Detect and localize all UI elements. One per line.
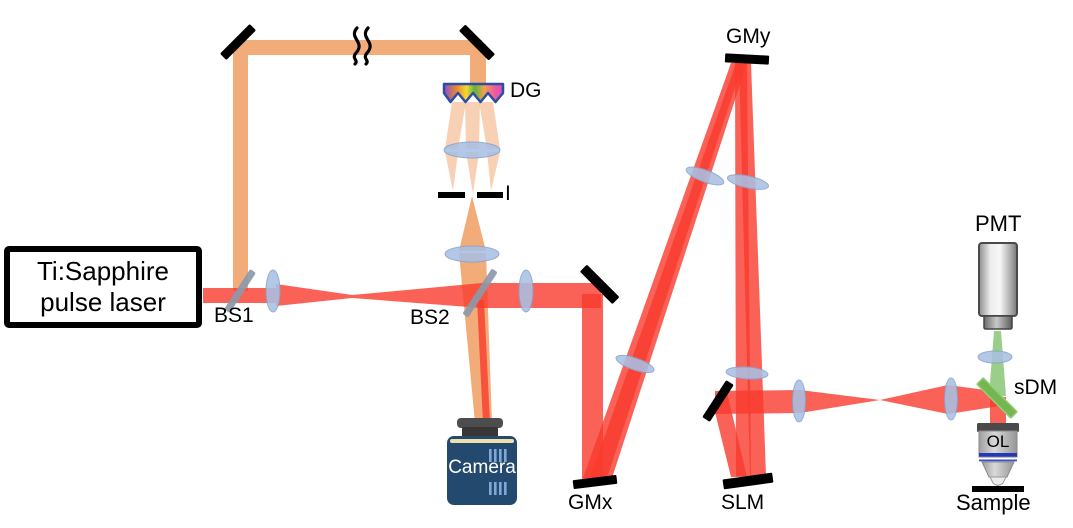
iris-blade-left <box>438 192 465 198</box>
diffraction-grating <box>442 82 505 104</box>
mirror-top-left <box>220 24 256 60</box>
gmx-label: GMx <box>568 491 613 514</box>
orange-focus-center <box>466 152 479 194</box>
sdm-label: sDM <box>1014 376 1058 399</box>
red-beam-path <box>203 63 1008 487</box>
red-beam-mirror-to-lens <box>715 390 800 414</box>
orange-beam-to-grating <box>470 44 486 87</box>
orange-beam-bs1-up <box>233 41 248 291</box>
orange-beam-path <box>233 40 500 423</box>
lens-scan <box>792 379 806 423</box>
camera-mount-ring <box>462 427 498 438</box>
mirrors <box>220 24 1024 492</box>
objective-body <box>978 430 1018 458</box>
iris-aperture <box>438 192 503 198</box>
red-beam-lens-to-focus <box>800 390 880 413</box>
red-beam-gmx-to-gmy-core <box>590 63 743 478</box>
laser-label-line1: Ti:Sapphire <box>37 256 169 286</box>
iris-blade-right <box>477 192 503 198</box>
pmt-body <box>978 242 1018 317</box>
lens-after-bs1 <box>265 269 281 313</box>
red-beam-focus-to-lens <box>880 385 948 414</box>
beamsplitter-bs2 <box>463 269 497 317</box>
beam-break-icon <box>352 26 372 66</box>
lens-gmy-relay-2 <box>725 366 769 380</box>
objective-cap <box>977 423 1019 432</box>
lenses <box>265 141 1013 423</box>
iris-label: I <box>505 182 511 205</box>
orange-focus-right <box>487 152 500 191</box>
slm-panel <box>722 472 774 490</box>
camera-body-stripe <box>450 439 514 443</box>
slm-label: SLM <box>721 491 765 514</box>
mirror-top-right <box>459 25 495 60</box>
lens-gmy-relay-1 <box>726 174 770 190</box>
objective-blue-band <box>979 453 1017 457</box>
sample-label: Sample <box>956 490 1031 515</box>
camera-vents <box>489 449 507 495</box>
orange-beam-after-iris <box>459 196 486 251</box>
pmt-snout <box>983 315 1013 330</box>
orange-focus-left <box>445 152 458 191</box>
red-beam-converging <box>276 284 352 306</box>
laser-label-line2: pulse laser <box>40 287 166 317</box>
ti-sapphire-laser-box: Ti:Sapphire pulse laser <box>4 246 202 328</box>
sample-slide <box>972 486 1024 492</box>
bs2-label: BS2 <box>410 306 450 329</box>
red-beam-diverging <box>352 283 482 308</box>
red-beam-down-to-gmx <box>582 294 603 481</box>
galvo-mirror-y <box>724 53 770 65</box>
mirror-slm-fold <box>702 380 734 422</box>
lens-after-bs2 <box>518 269 534 313</box>
lens-tube <box>944 377 958 421</box>
orange-order-center <box>465 102 480 149</box>
red-beam-bs2-to-camera <box>477 300 490 423</box>
objective-lens-device <box>977 423 1019 486</box>
camera-mount-top <box>457 418 503 428</box>
pmt-label: PMT <box>975 211 1022 236</box>
beamsplitter-bs1 <box>224 269 256 313</box>
green-beam-sdm-to-pmt <box>989 331 1006 396</box>
camera-device <box>447 418 517 505</box>
galvo-mirror-x <box>572 474 618 490</box>
objective-blue-line <box>979 459 1017 462</box>
mirror-fold <box>580 265 619 304</box>
gmy-label: GMy <box>726 25 771 48</box>
bs1-label: BS1 <box>214 304 254 327</box>
lens-below-iris <box>444 245 500 263</box>
orange-order-left <box>445 102 466 149</box>
ol-label: OL <box>986 432 1010 451</box>
red-beam-bs2-to-mirror <box>482 283 601 308</box>
objective-taper <box>981 461 1015 478</box>
dg-label: DG <box>510 79 542 102</box>
camera-label: Camera <box>448 457 516 478</box>
lens-gmx-relay-2 <box>685 166 725 186</box>
pmt-device <box>978 242 1018 330</box>
orange-order-right <box>479 102 500 149</box>
lens-below-grating <box>443 141 501 159</box>
dichroic-sdm <box>976 377 1018 419</box>
lens-collection <box>977 350 1013 364</box>
objective-tip <box>989 476 1007 486</box>
lens-gmx-relay-1 <box>615 354 655 374</box>
